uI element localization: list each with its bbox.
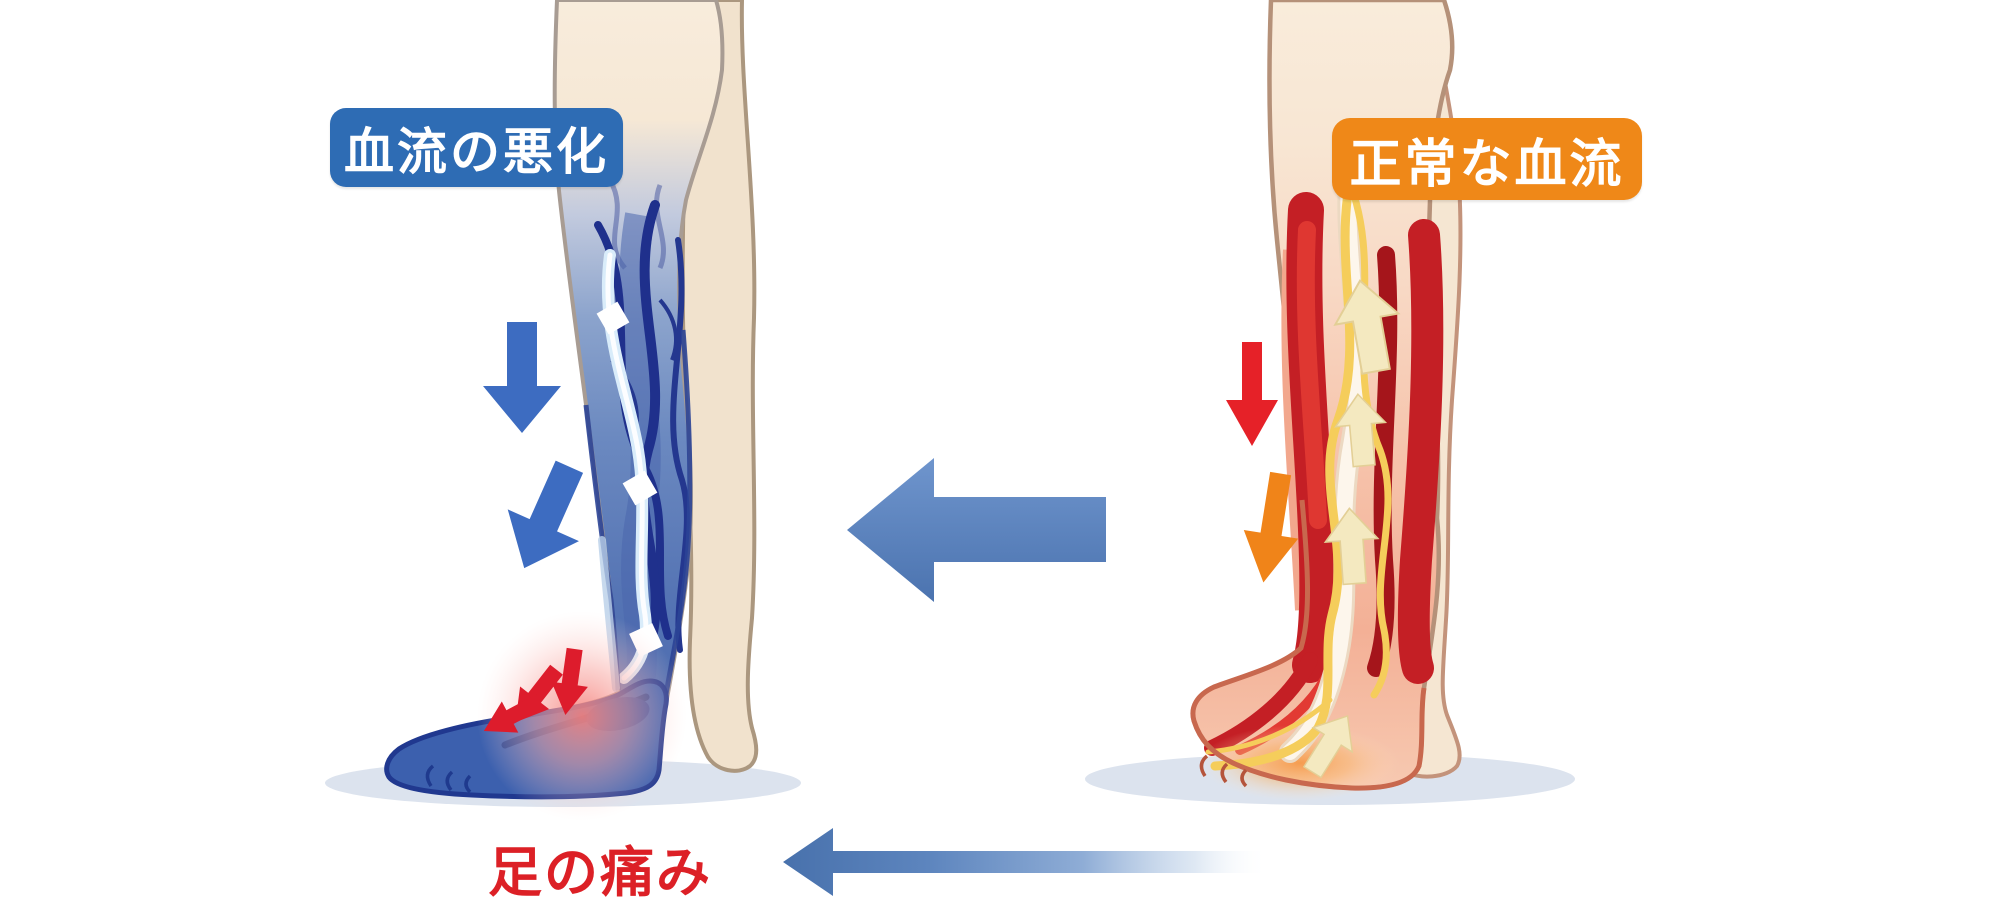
pain-glow <box>477 611 687 821</box>
toe-line <box>445 770 454 792</box>
figure-poor-circulation <box>325 0 801 821</box>
vein-path <box>607 178 627 270</box>
fade-left-arrow-icon <box>783 828 1264 896</box>
label-foot-pain: 足の痛み <box>488 841 712 904</box>
muscle-band-bright <box>1296 221 1327 529</box>
vein-path <box>654 184 666 269</box>
muscle-band <box>1397 219 1444 684</box>
big-left-arrow-icon <box>847 458 1106 602</box>
leg-edge-shadow <box>662 329 693 701</box>
yellow-vessel <box>1210 135 1367 771</box>
vein-path <box>658 298 678 361</box>
down-arrow-blue-icon <box>483 322 561 433</box>
vein-path <box>670 237 690 653</box>
down-arrow-blue-icon <box>488 450 605 585</box>
vein-path <box>638 200 661 650</box>
toe-line <box>425 764 435 787</box>
label-poor-blood-flow: 血流の悪化 <box>330 108 623 187</box>
toe-line <box>1240 768 1248 788</box>
toe-line <box>1199 754 1209 777</box>
warm-foot-outline <box>1190 499 1427 791</box>
down-arrow-red-icon <box>1226 342 1278 446</box>
toe-line <box>464 774 472 794</box>
yellow-vessel <box>1340 166 1392 699</box>
yellow-vessel <box>1205 697 1333 755</box>
toe-line <box>1220 762 1229 784</box>
flow-marker-diamond <box>596 301 630 335</box>
flow-marker-diamond <box>622 470 658 506</box>
label-normal-blood-flow: 正常な血流 <box>1332 118 1642 200</box>
